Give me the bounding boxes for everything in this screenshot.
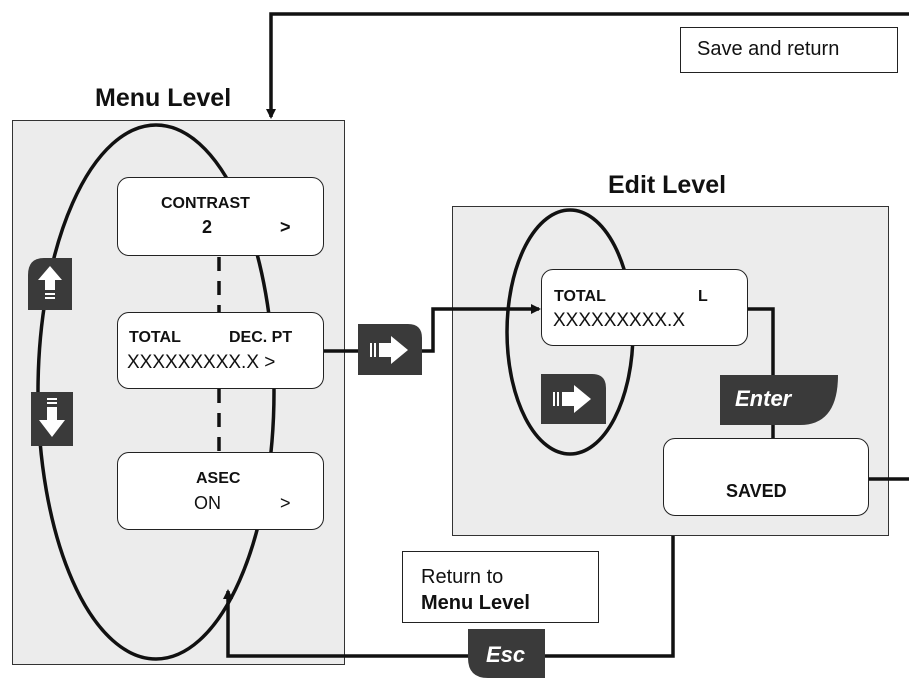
enter-key-label: Enter	[735, 386, 792, 411]
edit-total-value: XXXXXXXXX.X	[553, 310, 686, 331]
menu-level-title: Menu Level	[95, 84, 232, 112]
contrast-label: CONTRAST	[161, 195, 250, 212]
esc-key-label: Esc	[486, 642, 526, 667]
asec-value: ON	[194, 493, 221, 513]
edit-level-title: Edit Level	[608, 171, 727, 199]
up-arrow-key-icon[interactable]	[28, 258, 72, 310]
return-note-line1: Return to	[421, 566, 504, 588]
saved-box: SAVED	[663, 438, 869, 516]
save-return-line	[266, 12, 909, 119]
edit-total-label: TOTAL	[554, 288, 606, 305]
edit-unit-label: L	[698, 288, 708, 305]
right-arrow-key-icon[interactable]	[358, 324, 422, 375]
dec-pt-label: DEC. PT	[229, 329, 293, 346]
menu-item-asec[interactable]: ASEC ON >	[117, 452, 324, 530]
save-return-note: Save and return	[680, 27, 898, 73]
asec-arrow: >	[280, 493, 291, 513]
saved-label: SAVED	[726, 481, 787, 501]
menu-item-contrast[interactable]: CONTRAST 2 >	[117, 177, 324, 256]
return-menu-note: Return to Menu Level	[402, 551, 599, 623]
asec-label: ASEC	[196, 470, 241, 487]
contrast-value: 2	[202, 217, 213, 237]
right-arrow-key-icon-edit[interactable]	[541, 374, 606, 424]
total-label: TOTAL	[129, 329, 181, 346]
edit-total-display[interactable]: TOTAL L XXXXXXXXX.X	[541, 269, 748, 346]
esc-key-icon[interactable]	[468, 629, 545, 678]
total-value: XXXXXXXXX.X >	[127, 352, 276, 373]
down-arrow-key-icon[interactable]	[31, 392, 73, 446]
return-note-line2: Menu Level	[421, 592, 530, 614]
enter-key-icon[interactable]	[720, 375, 838, 425]
esc-return-line	[223, 589, 470, 658]
save-return-text: Save and return	[697, 38, 840, 60]
menu-item-total-dec-pt[interactable]: TOTAL DEC. PT XXXXXXXXX.X >	[117, 312, 324, 389]
contrast-arrow: >	[280, 217, 291, 237]
to-edit-line	[422, 304, 541, 353]
